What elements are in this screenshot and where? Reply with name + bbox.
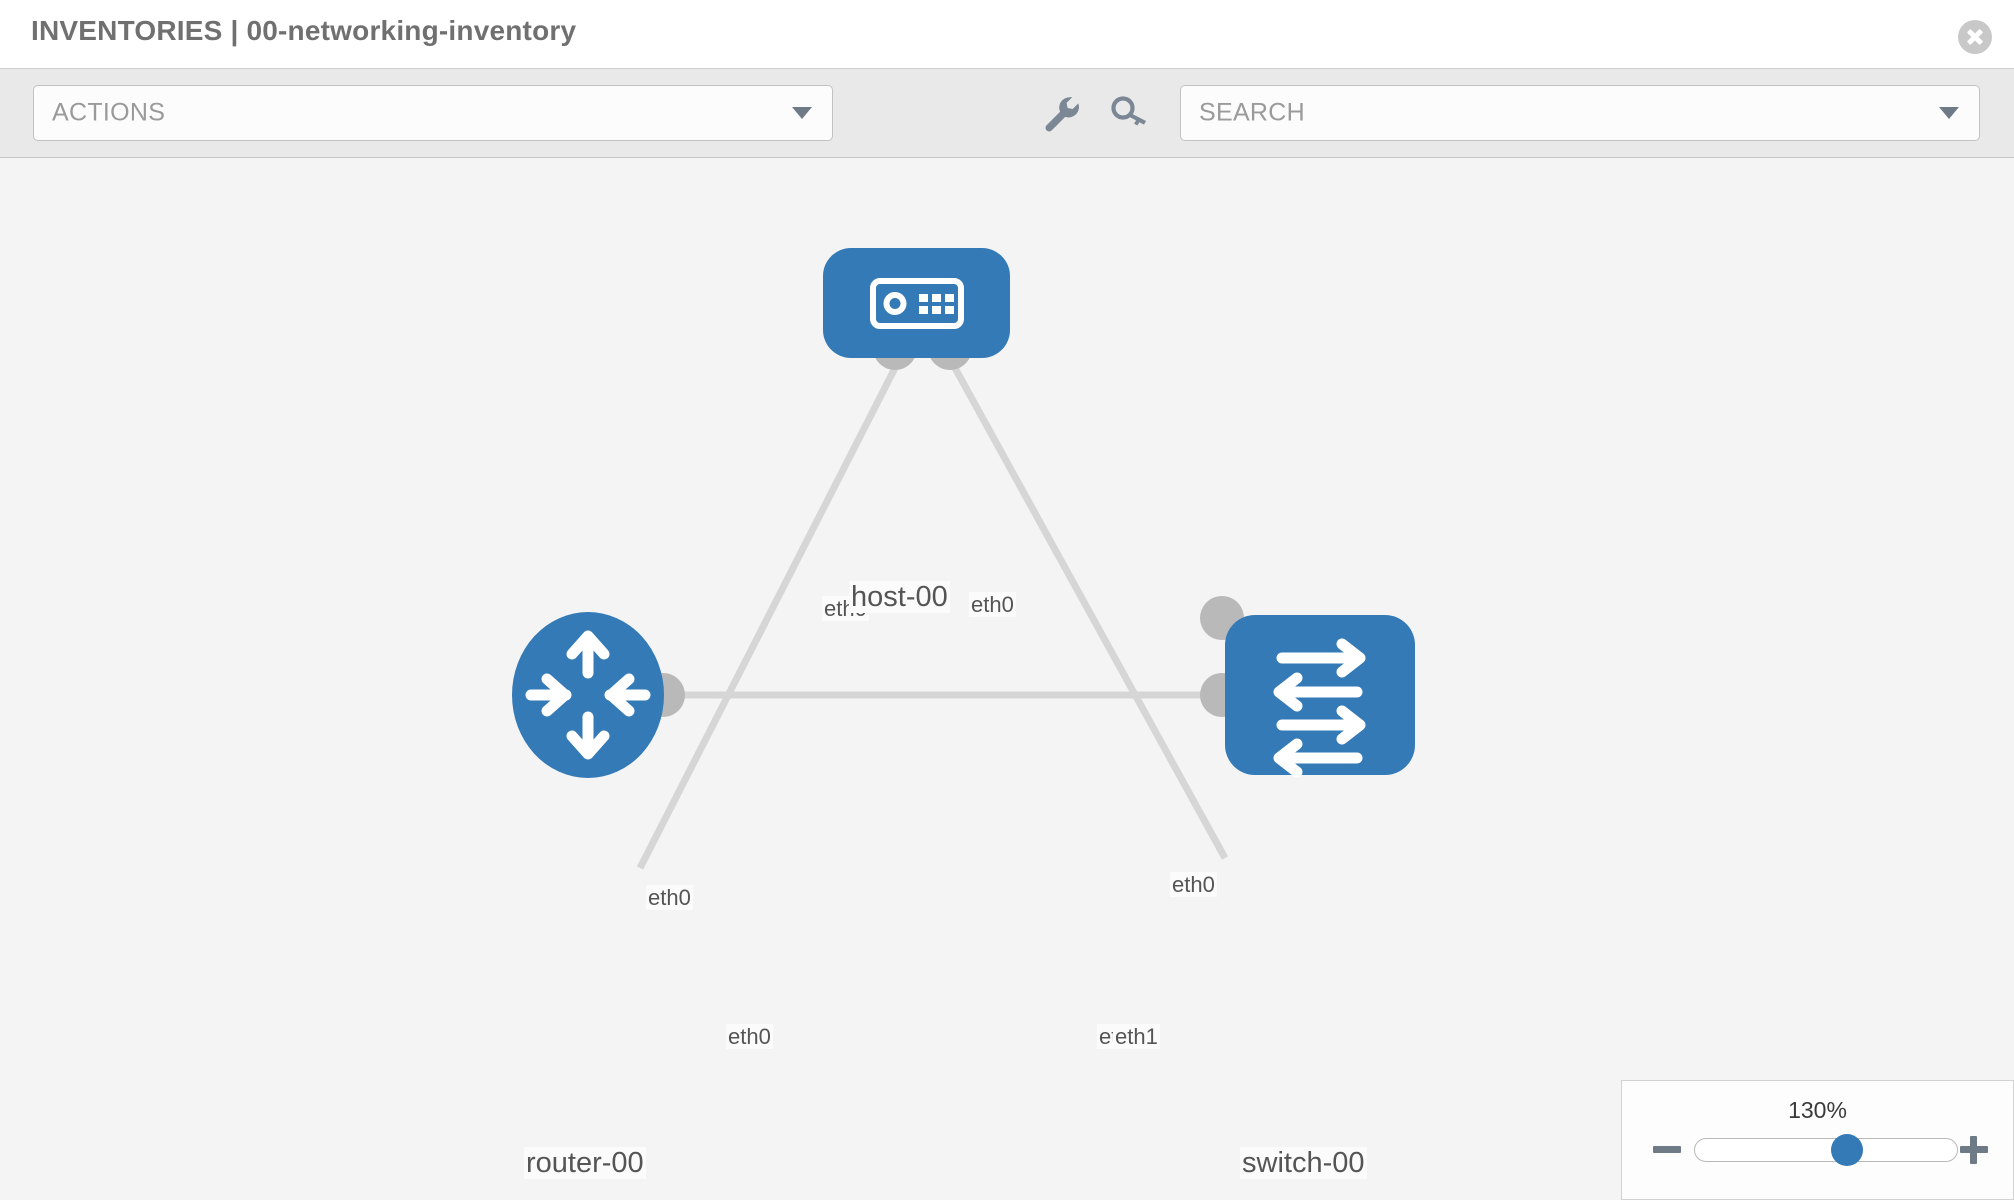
server-icon — [870, 278, 964, 329]
chevron-down-icon — [792, 107, 812, 119]
edge-host-switch — [951, 366, 1229, 860]
plus-icon[interactable] — [1957, 1133, 1991, 1167]
zoom-control-panel: 130% — [1621, 1080, 2014, 1200]
zoom-slider[interactable] — [1694, 1134, 1958, 1166]
node-router-00 — [512, 612, 664, 778]
topology-ports — [641, 326, 1244, 717]
interface-label-router-east: eth0 — [726, 1024, 773, 1050]
topology-graph — [512, 248, 1415, 870]
node-label-router-00: router-00 — [524, 1147, 646, 1180]
node-switch-00 — [1225, 615, 1415, 778]
topology-canvas[interactable]: eth0 eth0 eth0 eth0 eth0 eth0 eth1 host-… — [0, 158, 2014, 1200]
toolbar: ACTIONS SEARCH — [0, 68, 2014, 158]
switch-icon — [1273, 638, 1366, 778]
node-label-host-00: host-00 — [849, 581, 950, 614]
minus-icon[interactable] — [1650, 1133, 1684, 1167]
zoom-level-label: 130% — [1788, 1097, 1847, 1123]
router-icon — [525, 630, 651, 760]
actions-dropdown-value: ACTIONS — [52, 98, 166, 127]
wrench-icon[interactable] — [1039, 91, 1083, 135]
page-title: INVENTORIES | 00-networking-inventory — [31, 15, 577, 46]
topology-edges — [636, 366, 1230, 870]
actions-dropdown[interactable]: ACTIONS — [33, 85, 833, 141]
chevron-down-icon — [1939, 107, 1959, 119]
zoom-slider-thumb[interactable] — [1830, 1134, 1863, 1166]
search-input-value: SEARCH — [1199, 98, 1305, 127]
close-icon[interactable] — [1958, 20, 1992, 54]
key-icon[interactable] — [1108, 91, 1152, 135]
interface-label-switch-west: eth1 — [1113, 1024, 1160, 1050]
interface-label-switch-north: eth0 — [1170, 872, 1217, 898]
interface-label-host-right: eth0 — [969, 592, 1016, 618]
page-header: INVENTORIES | 00-networking-inventory — [0, 0, 2014, 68]
interface-label-router-north: eth0 — [646, 885, 693, 911]
search-input[interactable]: SEARCH — [1180, 85, 1980, 141]
edge-host-router — [636, 366, 899, 870]
node-host-00 — [823, 248, 1010, 358]
node-label-switch-00: switch-00 — [1240, 1147, 1367, 1180]
